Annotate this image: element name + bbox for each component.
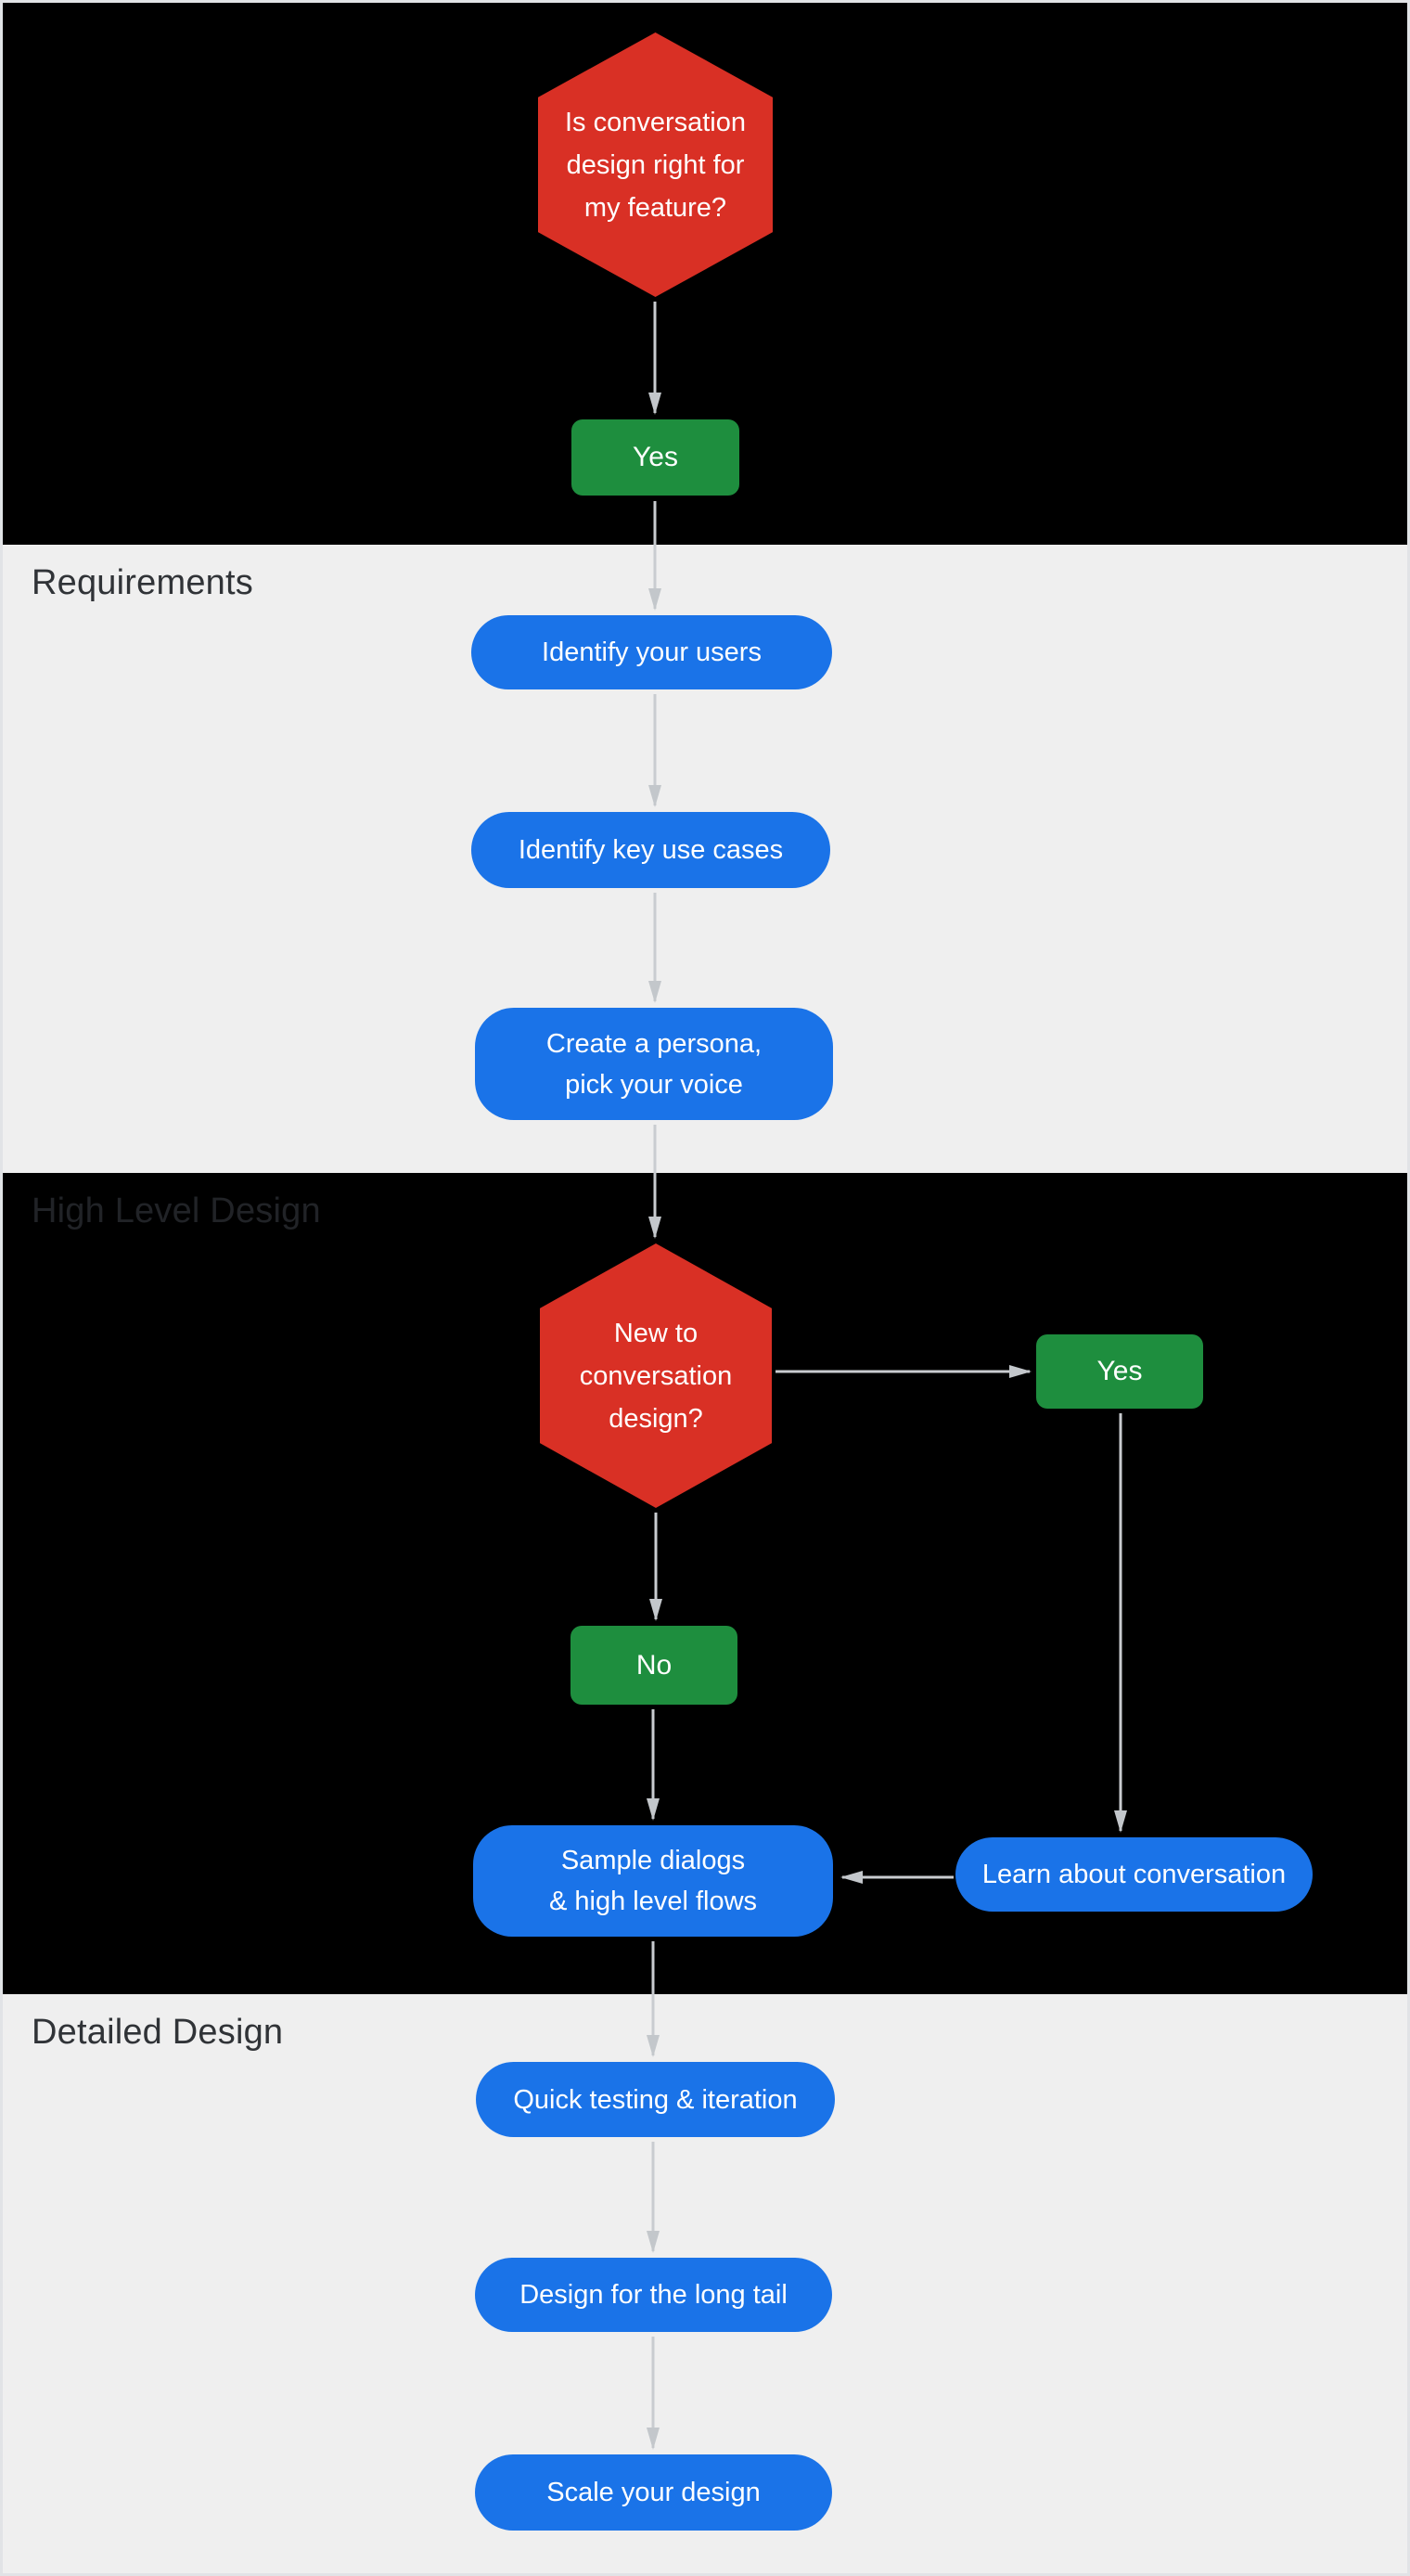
step-label: Scale your design (546, 2478, 761, 2507)
section-label-detailed-design: Detailed Design (32, 2013, 284, 2052)
decision-line: design? (609, 1403, 703, 1434)
decision-line: my feature? (583, 192, 727, 223)
step-line: Sample dialogs (560, 1846, 746, 1875)
step-line: Create a persona, (545, 1028, 763, 1059)
yes-button-new-to-design[interactable]: Yes (1036, 1334, 1203, 1409)
step-sample-dialogs[interactable]: Sample dialogs & high level flows (473, 1825, 833, 1937)
step-line: pick your voice (565, 1069, 743, 1100)
step-label: Identify key use cases (518, 835, 784, 865)
decision-new-to-conversation-design: New to conversation design? (540, 1243, 772, 1508)
step-identify-key-use-cases[interactable]: Identify key use cases (471, 812, 830, 888)
section-label-high-level-design: High Level Design (32, 1191, 321, 1230)
decision-line: design right for (566, 149, 745, 180)
step-label: Design for the long tail (519, 2280, 788, 2310)
no-button-new-to-design[interactable]: No (570, 1626, 737, 1705)
step-identify-your-users[interactable]: Identify your users (471, 615, 832, 689)
step-design-for-long-tail[interactable]: Design for the long tail (475, 2258, 832, 2332)
step-label: Identify your users (542, 638, 762, 667)
step-line: & high level flows (548, 1887, 758, 1916)
step-label: Learn about conversation (981, 1860, 1287, 1889)
step-scale-your-design[interactable]: Scale your design (475, 2454, 832, 2531)
yes-button-label: Yes (1096, 1356, 1143, 1386)
yes-button-start[interactable]: Yes (571, 419, 739, 496)
no-button-label: No (635, 1649, 673, 1681)
decision-line: New to (613, 1318, 699, 1348)
step-label: Quick testing & iteration (513, 2084, 798, 2115)
section-label-requirements: Requirements (32, 563, 253, 602)
decision-line: Is conversation (564, 107, 747, 137)
decision-line: conversation (579, 1360, 733, 1391)
step-create-a-persona[interactable]: Create a persona, pick your voice (475, 1008, 833, 1120)
decision-is-conversation-design-right: Is conversation design right for my feat… (538, 32, 773, 297)
step-quick-testing-iteration[interactable]: Quick testing & iteration (476, 2062, 835, 2137)
step-learn-about-conversation[interactable]: Learn about conversation (955, 1837, 1313, 1912)
yes-button-label: Yes (633, 442, 678, 472)
